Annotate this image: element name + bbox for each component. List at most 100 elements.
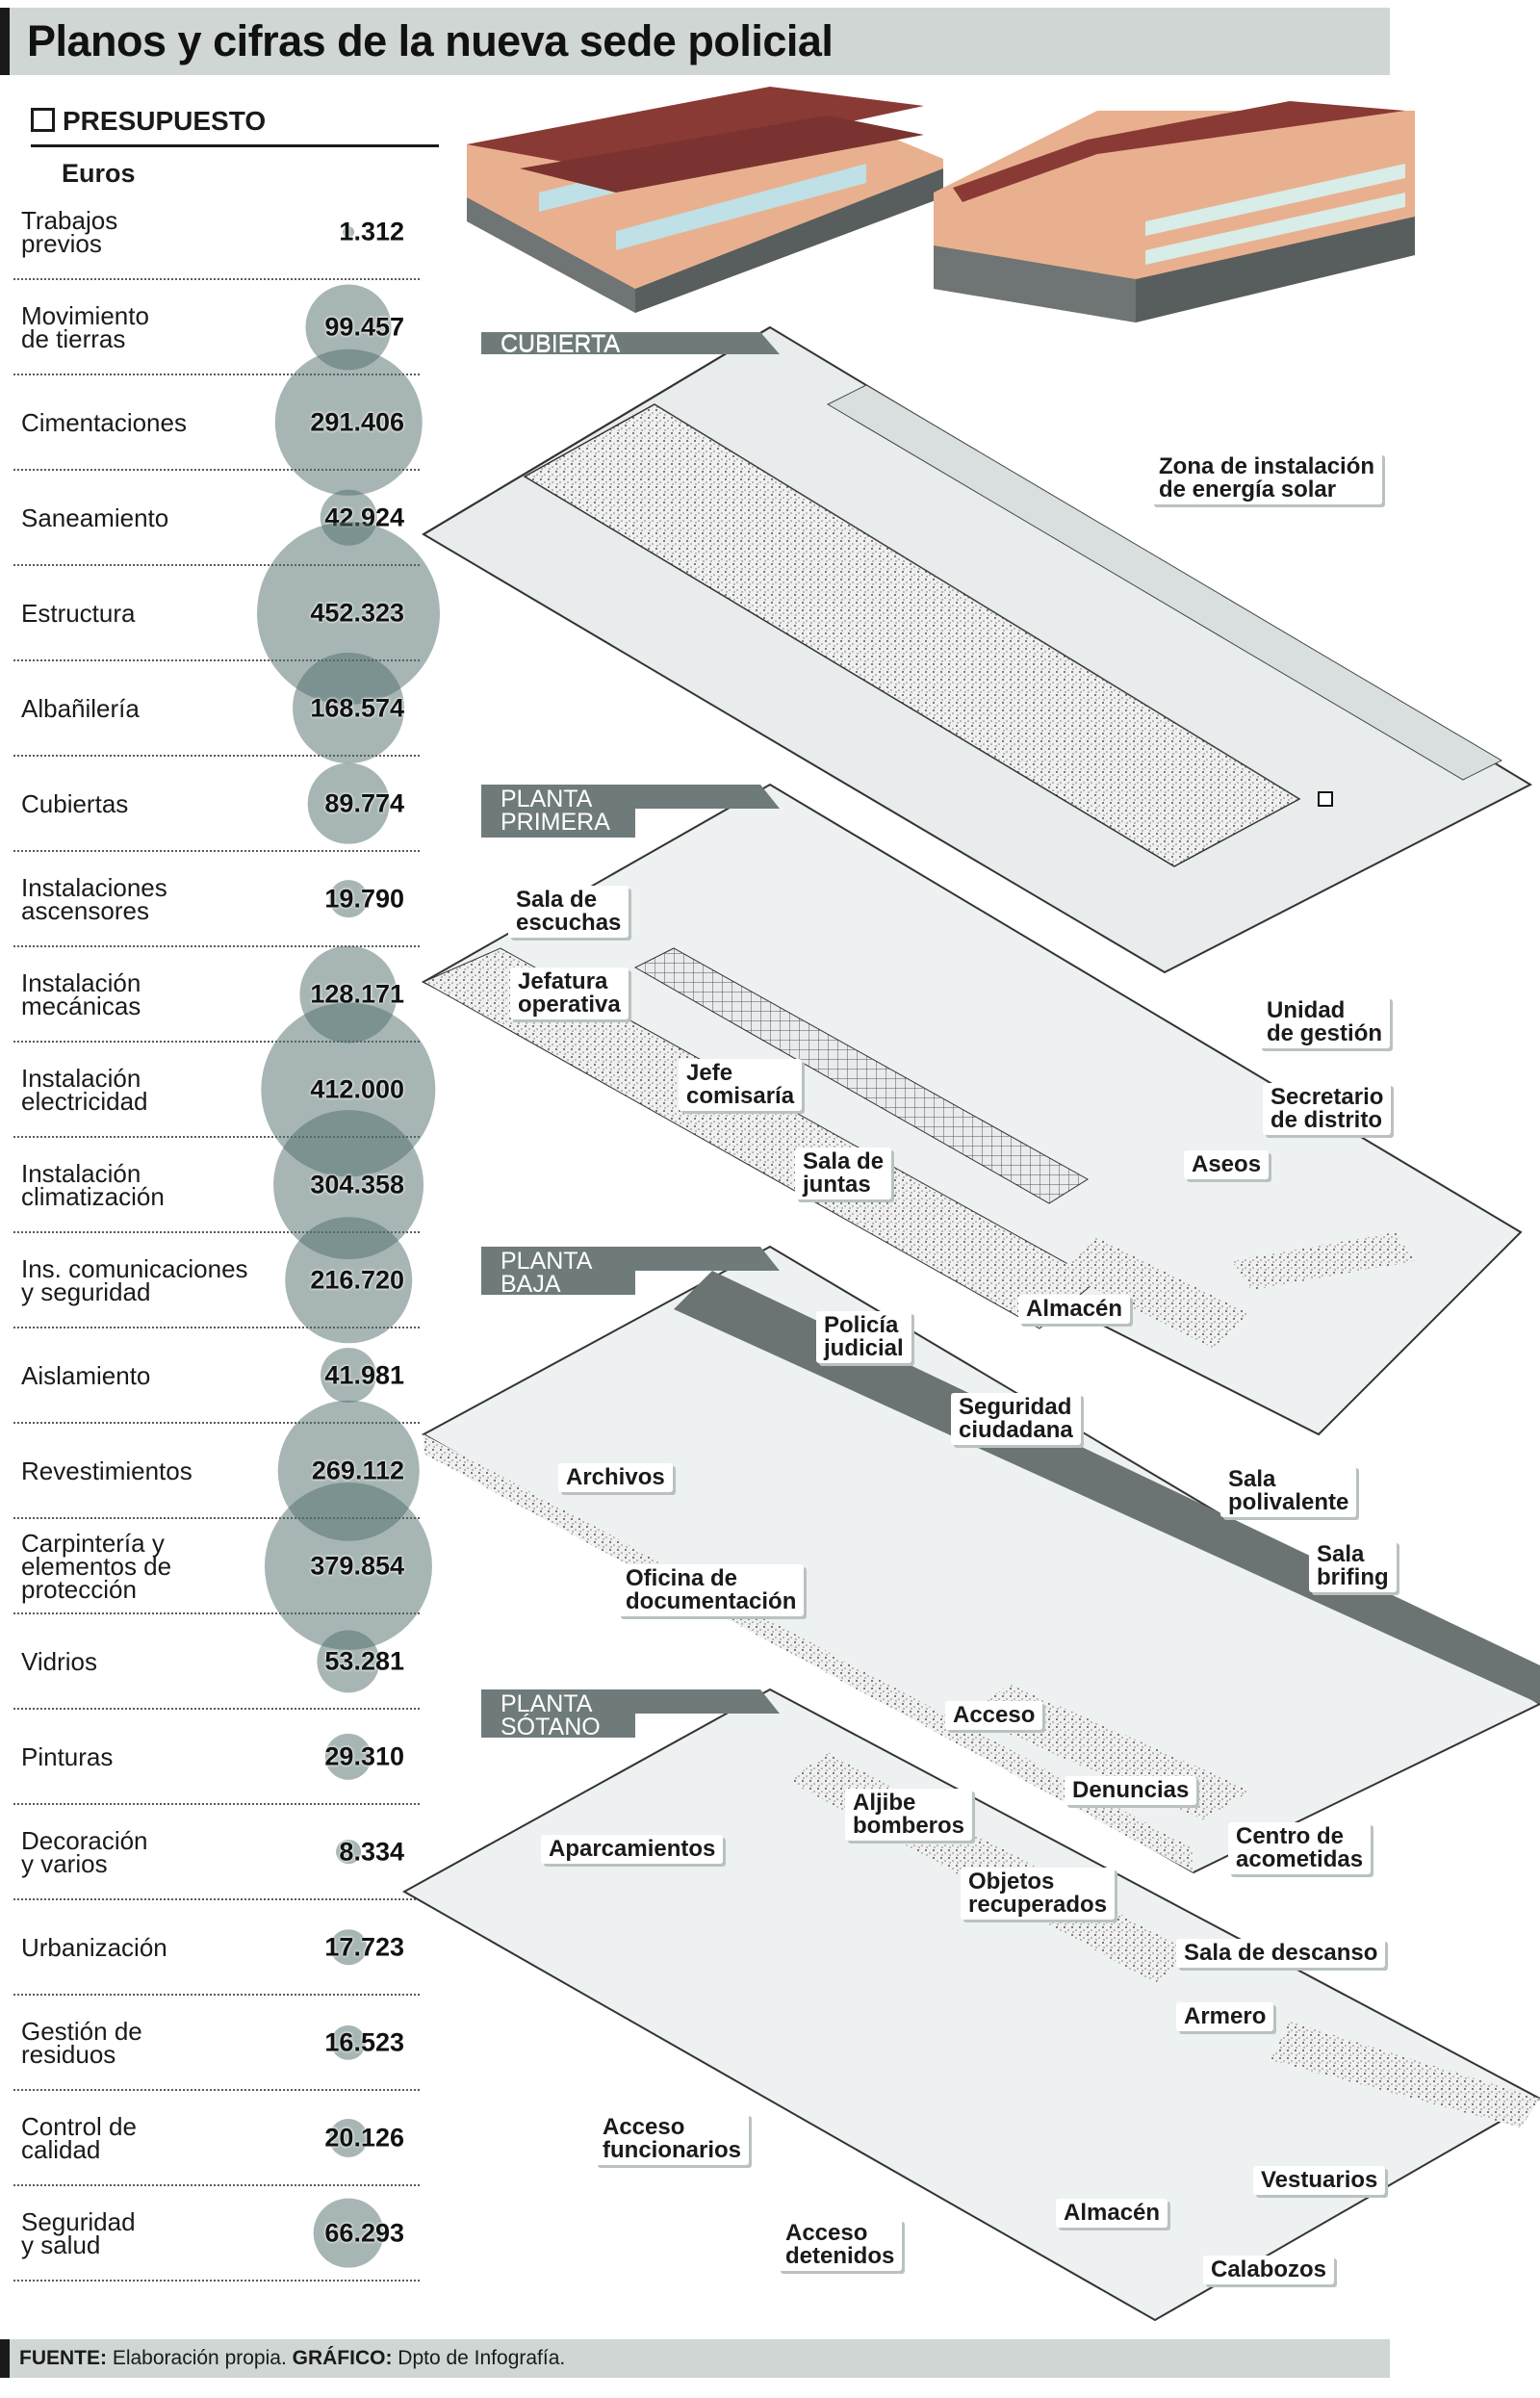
floor-plans: CUBIERTA — [401, 87, 1540, 2322]
budget-item-label: Trabajos previos — [21, 205, 118, 258]
graphic-text: Dpto de Infografía. — [392, 2347, 566, 2369]
building-render-right — [934, 101, 1415, 322]
budget-item-label: Instalación electricidad — [21, 1063, 148, 1116]
budget-bubble — [307, 762, 390, 844]
budget-row: Vidrios 53.281 — [13, 1614, 420, 1710]
graphic-label: GRÁFICO: — [292, 2347, 393, 2369]
callout-sotano-4: Armero — [1176, 2002, 1274, 2031]
callout-sotano-8: Acceso detenidos — [778, 2219, 903, 2271]
budget-item-value: 291.406 — [310, 407, 404, 436]
budget-item-value: 304.358 — [310, 1170, 404, 1199]
budget-bubble — [336, 1839, 361, 1865]
callout-sotano-6: Vestuarios — [1253, 2166, 1386, 2195]
budget-row: Cimentaciones 291.406 — [13, 348, 423, 496]
callout-baja-7: Denuncias — [1065, 1776, 1197, 1805]
callout-baja-3: Oficina de documentación — [618, 1564, 805, 1616]
budget-item-label: Cubiertas — [21, 788, 129, 818]
budget-heading-text: PRESUPUESTO — [63, 106, 267, 136]
budget-bubble — [313, 2198, 384, 2268]
budget-item-value: 379.854 — [310, 1551, 404, 1580]
callout-primera-4: Unidad de gestión — [1259, 996, 1391, 1048]
budget-item-value: 216.720 — [310, 1265, 404, 1294]
callout-baja-4: Sala polivalente — [1220, 1465, 1357, 1517]
floor-cubierta: CUBIERTA — [422, 325, 1533, 974]
callout-primera-7: Almacén — [1018, 1295, 1131, 1324]
callout-baja-2: Archivos — [558, 1463, 673, 1492]
callout-primera-6: Aseos — [1184, 1150, 1270, 1179]
budget-item-label: Urbanización — [21, 1932, 167, 1962]
budget-item-label: Saneamiento — [21, 503, 169, 532]
budget-bubble — [329, 879, 368, 918]
callout-sotano-1: Aljibe bomberos — [845, 1789, 973, 1841]
budget-item-label: Decoración y varios — [21, 1825, 148, 1878]
budget-item-label: Aislamiento — [21, 1360, 151, 1390]
budget-item-value: 19.790 — [324, 884, 404, 913]
callout-primera-5: Secretario de distrito — [1263, 1083, 1392, 1135]
callout-sotano-2: Objetos recuperados — [961, 1868, 1116, 1920]
square-icon — [31, 108, 55, 132]
budget-bubble — [317, 1629, 380, 1693]
budget-item-value: 269.112 — [311, 1456, 404, 1484]
callout-primera-3: Sala de juntas — [795, 1147, 892, 1199]
callout-baja-1: Seguridad ciudadana — [951, 1393, 1081, 1445]
budget-item-label: Pinturas — [21, 1741, 114, 1771]
budget-item-value: 452.323 — [310, 598, 404, 627]
callout-baja-8: Centro de acometidas — [1228, 1822, 1372, 1874]
budget-bubble — [321, 1347, 376, 1404]
budget-item-label: Gestión de residuos — [21, 2016, 142, 2069]
budget-item-label: Control de calidad — [21, 2111, 137, 2164]
tag-cubierta-label: CUBIERTA — [500, 330, 621, 357]
tag-primera-label: PLANTA PRIMERA — [500, 786, 610, 836]
budget-item-value: 53.281 — [324, 1646, 404, 1675]
budget-item-value: 29.310 — [324, 1741, 404, 1770]
callout-sotano-0: Aparcamientos — [541, 1835, 724, 1864]
budget-item-value: 41.981 — [324, 1360, 404, 1389]
budget-heading: PRESUPUESTO — [31, 106, 439, 147]
callout-baja-6: Acceso — [945, 1701, 1043, 1730]
budget-item-value: 89.774 — [324, 788, 404, 817]
floor-primera — [421, 783, 1523, 1436]
budget-row: Aislamiento 41.981 — [13, 1328, 420, 1424]
callout-primera-1: Jefatura operativa — [510, 967, 629, 1019]
budget-item-label: Instalaciones ascensores — [21, 872, 167, 925]
tag-sotano-label: PLANTA SÓTANO — [500, 1690, 601, 1740]
budget-item-label: Cimentaciones — [21, 407, 187, 437]
budget-bubble — [343, 225, 354, 238]
budget-row: Estructura 452.323 — [13, 521, 440, 705]
budget-item-label: Estructura — [21, 598, 136, 628]
budget-item-value: 1.312 — [339, 217, 404, 245]
building-render-left — [467, 87, 943, 313]
callout-cubierta-0: Zona de instalación de energía solar — [1151, 452, 1383, 504]
budget-row: Gestión de residuos 16.523 — [13, 1996, 420, 2091]
footer: FUENTE: Elaboración propia. GRÁFICO: Dpt… — [0, 2339, 1390, 2378]
tag-baja-label: PLANTA BAJA — [500, 1248, 593, 1298]
budget-item-value: 99.457 — [324, 312, 404, 341]
callout-baja-5: Sala brifing — [1309, 1540, 1397, 1592]
budget-bubble — [330, 1928, 367, 1966]
budget-row: Trabajos previos 1.312 — [13, 185, 420, 280]
budget-item-value: 16.523 — [324, 2027, 404, 2056]
budget-row: Pinturas 29.310 — [13, 1710, 420, 1805]
budget-item-label: Instalación climatización — [21, 1158, 165, 1211]
source-text: Elaboración propia. — [107, 2347, 293, 2369]
budget-item-label: Seguridad y salud — [21, 2206, 136, 2259]
budget-item-value: 17.723 — [324, 1932, 404, 1961]
budget-bubble — [274, 348, 423, 496]
budget-item-label: Vidrios — [21, 1646, 98, 1676]
budget-row: Urbanización 17.723 — [13, 1900, 420, 1996]
callout-sotano-7: Almacén — [1056, 2199, 1168, 2228]
budget-item-label: Movimiento de tierras — [21, 300, 149, 353]
budget-bubble — [328, 2118, 369, 2157]
title-bar: Planos y cifras de la nueva sede policia… — [0, 8, 1390, 75]
budget-bubble — [324, 1733, 372, 1780]
budget-item-label: Albañilería — [21, 693, 140, 723]
units-label: Euros — [62, 159, 136, 188]
